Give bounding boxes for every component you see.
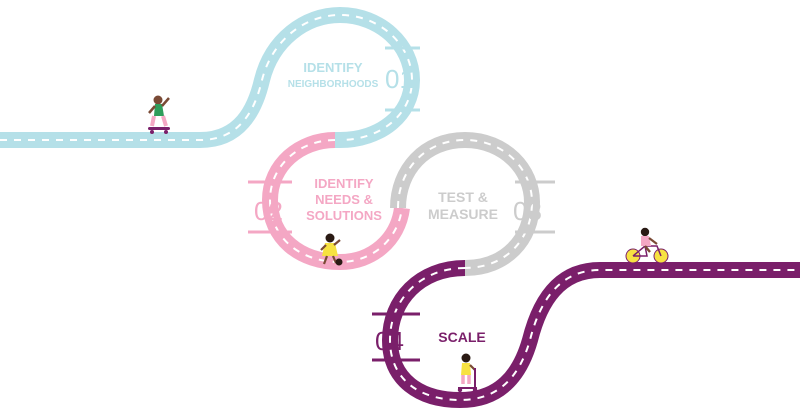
step-3-title-line-2: MEASURE <box>428 206 498 222</box>
step-1-title-line-2: NEIGHBORHOODS <box>288 79 379 90</box>
soccer-player-icon <box>320 233 343 266</box>
step-2-road <box>248 132 410 271</box>
step-2-title-line-2: NEEDS & <box>315 192 373 207</box>
step-1-number: 01 <box>385 64 414 94</box>
step-4-label: SCALE 04 <box>375 326 486 356</box>
step-3-road <box>390 131 555 276</box>
scooter-rider-icon <box>457 353 478 393</box>
cyclist-icon <box>625 227 669 264</box>
step-2-title-line-1: IDENTIFY <box>314 176 374 191</box>
step-4-title-line-1: SCALE <box>438 329 485 345</box>
step-4-number: 04 <box>375 326 404 356</box>
step-1-title-line-1: IDENTIFY <box>303 60 363 75</box>
step-3-title-line-1: TEST & <box>438 189 488 205</box>
step-1-label: IDENTIFY NEIGHBORHOODS 01 <box>288 60 414 94</box>
step-2-number: 02 <box>254 196 283 226</box>
step-4-road <box>372 260 800 409</box>
step-2-title-line-3: SOLUTIONS <box>306 208 382 223</box>
step-2-label: IDENTIFY NEEDS & SOLUTIONS 02 <box>254 176 382 226</box>
step-3-number: 03 <box>513 196 542 226</box>
skateboarder-icon <box>148 95 170 134</box>
step-3-label: TEST & MEASURE 03 <box>428 189 542 226</box>
step-1-road <box>0 6 421 148</box>
